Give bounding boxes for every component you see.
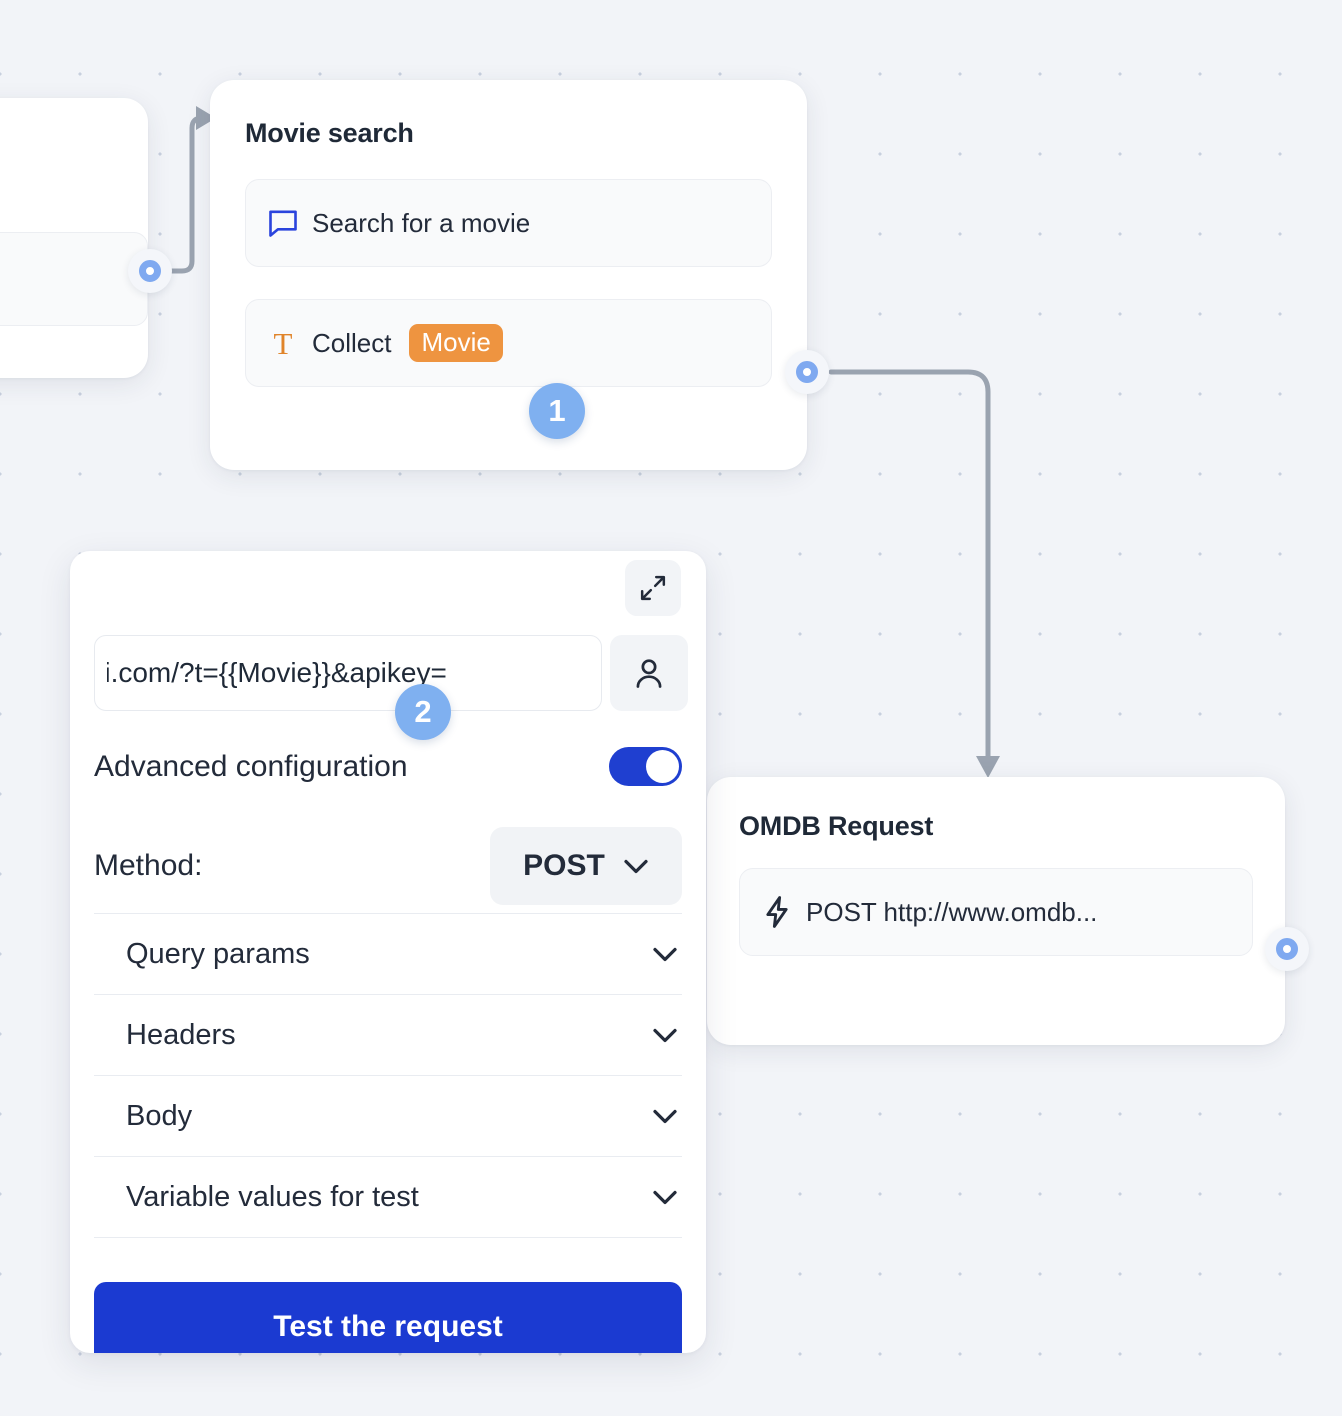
chevron-down-icon bbox=[652, 947, 678, 962]
step-badge-2: 2 bbox=[395, 684, 451, 740]
section-label: Query params bbox=[126, 937, 310, 970]
advanced-configuration-row: Advanced configuration bbox=[94, 747, 682, 786]
config-sections: Query params Headers Body Variable value… bbox=[94, 913, 682, 1238]
node-row-label: Collect bbox=[312, 327, 392, 358]
flow-node-movie-search[interactable]: Movie search Search for a movie T Collec… bbox=[210, 80, 807, 470]
request-config-panel[interactable]: Advanced configuration Method: POST Quer… bbox=[70, 551, 706, 1353]
text-t-icon: T bbox=[273, 325, 293, 361]
node-row-collect-movie[interactable]: T Collect Movie bbox=[245, 299, 772, 387]
speech-bubble-icon bbox=[268, 209, 298, 237]
test-the-request-button[interactable]: Test the request bbox=[94, 1282, 682, 1353]
flow-node-omdb-request[interactable]: OMDB Request POST http://www.omdb... bbox=[692, 777, 1285, 1045]
node-title-omdb-request: OMDB Request bbox=[739, 811, 934, 841]
node-row-post-request[interactable]: POST http://www.omdb... bbox=[739, 868, 1253, 956]
advanced-configuration-label: Advanced configuration bbox=[94, 749, 408, 783]
variable-tag-movie[interactable]: Movie bbox=[409, 324, 503, 362]
flow-node-partial[interactable] bbox=[0, 98, 148, 378]
person-icon[interactable] bbox=[610, 635, 688, 711]
section-body[interactable]: Body bbox=[94, 1076, 682, 1157]
method-label: Method: bbox=[94, 849, 203, 882]
node-row-label: Search for a movie bbox=[312, 207, 531, 238]
chevron-down-icon bbox=[623, 859, 649, 874]
node-row-label: POST http://www.omdb... bbox=[806, 896, 1098, 927]
lightning-icon bbox=[762, 895, 792, 929]
section-headers[interactable]: Headers bbox=[94, 995, 682, 1076]
chevron-down-icon bbox=[652, 1028, 678, 1043]
expand-diagonal-icon[interactable] bbox=[625, 560, 681, 616]
step-badge-1: 1 bbox=[529, 383, 585, 439]
method-row: Method: POST bbox=[94, 827, 682, 905]
request-url-input[interactable] bbox=[94, 635, 602, 711]
chevron-down-icon bbox=[652, 1109, 678, 1124]
node-title-movie-search: Movie search bbox=[245, 118, 414, 148]
method-select[interactable]: POST bbox=[490, 827, 682, 905]
url-row bbox=[94, 635, 688, 711]
section-label: Body bbox=[126, 1099, 193, 1132]
output-port-movie-search[interactable] bbox=[785, 350, 829, 394]
section-variable-values-for-test[interactable]: Variable values for test bbox=[94, 1157, 682, 1238]
section-label: Headers bbox=[126, 1018, 236, 1051]
chevron-down-icon bbox=[652, 1190, 678, 1205]
node-row-search-for-a-movie[interactable]: Search for a movie bbox=[245, 179, 772, 267]
output-port-omdb-request[interactable] bbox=[1265, 927, 1309, 971]
section-query-params[interactable]: Query params bbox=[94, 914, 682, 995]
method-value: POST bbox=[523, 849, 605, 882]
output-port-partial-node[interactable] bbox=[128, 249, 172, 293]
node-row-placeholder bbox=[0, 232, 148, 326]
advanced-configuration-toggle[interactable] bbox=[609, 747, 682, 786]
section-label: Variable values for test bbox=[126, 1180, 419, 1213]
